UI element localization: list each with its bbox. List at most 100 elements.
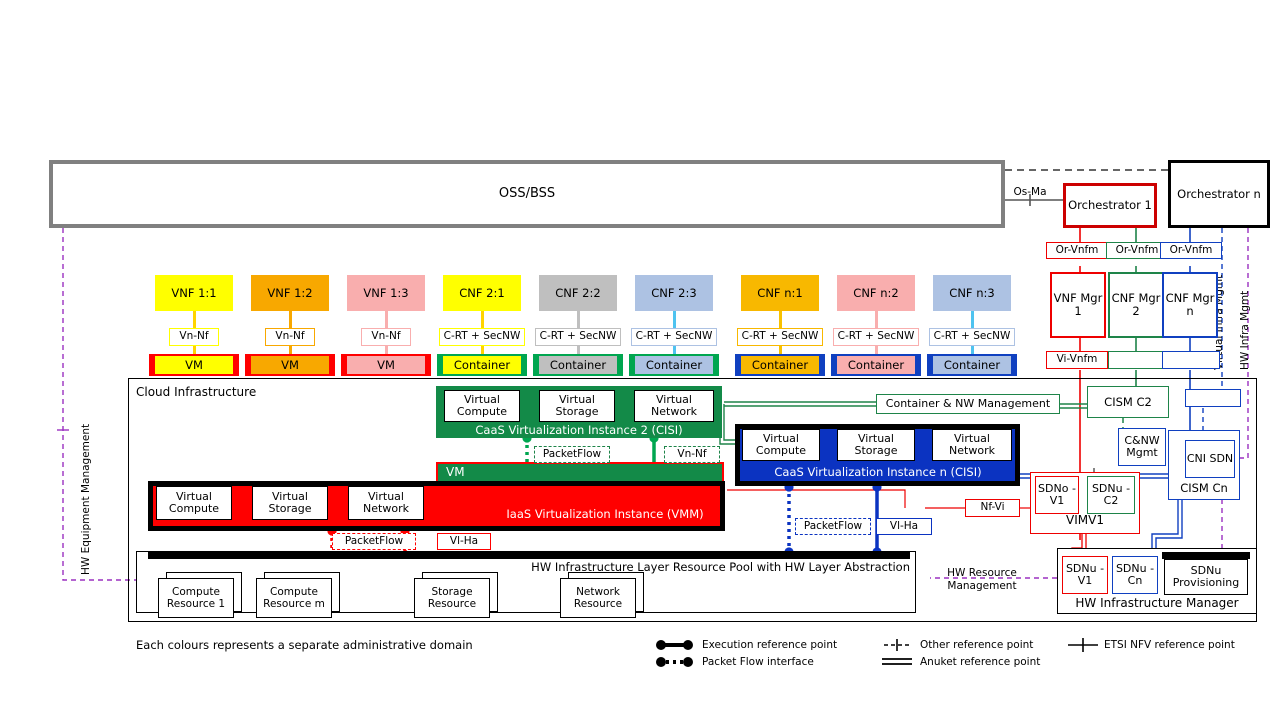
hw-pool-top-bar: [148, 552, 910, 559]
caas2-virtual-network[interactable]: Virtual Network: [634, 390, 714, 422]
iaas-title: IaaS Virtualization Instance (VMM): [506, 506, 704, 521]
cnw-mgmt-box[interactable]: C&NW Mgmt: [1118, 428, 1166, 466]
cnf-n-2-unit-label: Container: [847, 357, 905, 372]
sdnu-v1-box[interactable]: SDNu -V1: [1062, 556, 1108, 594]
cnf-n-1-unit-label: Container: [751, 357, 809, 372]
rp-packetflow-caasn[interactable]: PacketFlow: [795, 518, 871, 535]
vnf-1-2-reference-point[interactable]: Vn-Nf: [265, 328, 315, 346]
legend-label-etsi-nfv-reference-point: ETSI NFV reference point: [1104, 638, 1235, 651]
hw-resource-0-label: Compute Resource 1: [166, 585, 226, 610]
cnf-n-1-unit[interactable]: Container: [741, 356, 819, 374]
vnf-1-2-unit[interactable]: VM: [251, 356, 329, 374]
rp-vi-vnfm-blue-blank[interactable]: [1162, 351, 1220, 369]
rp-vi-vnfm[interactable]: Vi-Vnfm: [1046, 351, 1108, 369]
rp-vi-vnfm-green-blank[interactable]: [1108, 351, 1166, 369]
cnf-n-2-unit[interactable]: Container: [837, 356, 915, 374]
rp-or-vnfm-green[interactable]: Or-Vnfm: [1106, 242, 1168, 259]
cnf-n-3-label: CNF n:3: [949, 285, 995, 300]
caas2-title: CaaS Virtualization Instance 2 (CISI): [475, 423, 683, 438]
caasn-virtual-network-label: Virtual Network: [949, 431, 995, 457]
orchestrator-1[interactable]: Orchestrator 1: [1063, 183, 1157, 228]
vnf-1-1-reference-point[interactable]: Vn-Nf: [169, 328, 219, 346]
cnf-mgr-n-box[interactable]: CNF Mgr n: [1162, 272, 1218, 338]
cnf-2-2-label: CNF 2:2: [555, 285, 601, 300]
cnf-n-3-reference-point[interactable]: C-RT + SecNW: [929, 328, 1015, 346]
hw-resource-2-label: Storage Resource: [427, 585, 477, 610]
oss-bss-box[interactable]: OSS/BSS: [49, 160, 1005, 228]
hw-resource-1-face[interactable]: Compute Resource m: [256, 578, 332, 618]
vnf-1-3-reference-point[interactable]: Vn-Nf: [361, 328, 411, 346]
cnf-2-1-unit[interactable]: Container: [443, 356, 521, 374]
cism-c2-box[interactable]: CISM C2: [1087, 386, 1169, 418]
hw-resource-1-label: Compute Resource m: [263, 585, 325, 610]
iaas-virtual-compute[interactable]: Virtual Compute: [156, 486, 232, 520]
sdnu-provisioning-box[interactable]: SDNu Provisioning: [1164, 559, 1248, 595]
hw-resource-2-face[interactable]: Storage Resource: [414, 578, 490, 618]
cnf-n-1-box[interactable]: CNF n:1: [741, 275, 819, 311]
legend-label-packet-flow-interface: Packet Flow interface: [702, 655, 814, 668]
rp-vn-nf-caas2[interactable]: Vn-Nf: [664, 446, 720, 463]
orchestrator-n-label: Orchestrator n: [1177, 186, 1261, 201]
rp-blue-blank-2[interactable]: [1185, 389, 1241, 407]
vnf-mgr-1-label: VNF Mgr 1: [1053, 291, 1103, 318]
vnf-1-3-unit[interactable]: VM: [347, 356, 425, 374]
cnf-2-1-label: CNF 2:1: [459, 285, 505, 300]
rp-or-vnfm-blue[interactable]: Or-Vnfm: [1160, 242, 1222, 259]
label-hw-infra-mgmt: HW Infra Mgmt: [1239, 290, 1251, 370]
vnf-1-3-box[interactable]: VNF 1:3: [347, 275, 425, 311]
rp-vi-ha-caasn[interactable]: Vl-Ha: [876, 518, 932, 535]
caasn-virtual-storage[interactable]: Virtual Storage: [837, 429, 915, 461]
legend-label-other-reference-point: Other reference point: [920, 638, 1034, 651]
iaas-virtual-network-label: Virtual Network: [363, 489, 409, 515]
sdnu-cn-box[interactable]: SDNu -Cn: [1112, 556, 1158, 594]
iaas-virtual-network[interactable]: Virtual Network: [348, 486, 424, 520]
cnf-2-2-unit[interactable]: Container: [539, 356, 617, 374]
cnf-2-3-reference-point[interactable]: C-RT + SecNW: [631, 328, 717, 346]
rp-nf-vi[interactable]: Nf-Vi: [965, 499, 1020, 517]
cnf-2-2-unit-label: Container: [549, 357, 607, 372]
container-nw-management[interactable]: Container & NW Management: [876, 394, 1060, 414]
orchestrator-n[interactable]: Orchestrator n: [1168, 160, 1270, 228]
iaas-virtual-storage[interactable]: Virtual Storage: [252, 486, 328, 520]
rp-packetflow-caas2[interactable]: PacketFlow: [534, 446, 610, 463]
cnf-2-1-reference-point[interactable]: C-RT + SecNW: [439, 328, 525, 346]
cnf-n-1-reference-point[interactable]: C-RT + SecNW: [737, 328, 823, 346]
rp-packetflow-iaas[interactable]: PacketFlow: [332, 533, 416, 550]
vnf-1-1-unit[interactable]: VM: [155, 356, 233, 374]
caas2-virtual-compute[interactable]: Virtual Compute: [444, 390, 520, 422]
sdno-v1-box[interactable]: SDNo -V1: [1035, 476, 1079, 514]
cnf-n-3-unit[interactable]: Container: [933, 356, 1011, 374]
vnf-1-2-unit-label: VM: [281, 357, 299, 372]
vnf-1-2-box[interactable]: VNF 1:2: [251, 275, 329, 311]
cnf-2-3-box[interactable]: CNF 2:3: [635, 275, 713, 311]
sdnu-provisioning-label: SDNu Provisioning: [1172, 563, 1240, 589]
cnf-mgr-2-box[interactable]: CNF Mgr 2: [1108, 272, 1164, 338]
caasn-virtual-network[interactable]: Virtual Network: [932, 429, 1012, 461]
cnf-2-2-reference-point[interactable]: C-RT + SecNW: [535, 328, 621, 346]
hw-resource-0-face[interactable]: Compute Resource 1: [158, 578, 234, 618]
caasn-virtual-compute[interactable]: Virtual Compute: [742, 429, 820, 461]
sdnu-c2-box[interactable]: SDNu -C2: [1087, 476, 1135, 514]
rp-vi-ha-iaas[interactable]: Vl-Ha: [437, 533, 491, 550]
hw-resource-3-face[interactable]: Network Resource: [560, 578, 636, 618]
cnf-n-2-reference-point[interactable]: C-RT + SecNW: [833, 328, 919, 346]
cni-sdn-box[interactable]: CNI SDN: [1185, 440, 1235, 478]
vnf-1-2-label: VNF 1:2: [267, 285, 313, 300]
cnf-n-2-box[interactable]: CNF n:2: [837, 275, 915, 311]
vnf-1-1-unit-label: VM: [185, 357, 203, 372]
cnw-mgmt-label: C&NW Mgmt: [1124, 433, 1160, 459]
rp-or-vnfm-red[interactable]: Or-Vnfm: [1046, 242, 1108, 259]
caas2-virtual-compute-label: Virtual Compute: [456, 392, 508, 418]
caas2-virtual-storage[interactable]: Virtual Storage: [539, 390, 615, 422]
sdnu-c2-label: SDNu -C2: [1091, 481, 1131, 507]
cnf-2-1-box[interactable]: CNF 2:1: [443, 275, 521, 311]
vnf-1-1-box[interactable]: VNF 1:1: [155, 275, 233, 311]
cnf-2-2-box[interactable]: CNF 2:2: [539, 275, 617, 311]
vnf-mgr-1-box[interactable]: VNF Mgr 1: [1050, 272, 1106, 338]
caasn-title: CaaS Virtualization Instance n (CISI): [774, 464, 982, 479]
cnf-mgr-2-label: CNF Mgr 2: [1111, 291, 1161, 318]
cnf-n-3-box[interactable]: CNF n:3: [933, 275, 1011, 311]
cnf-2-3-label: CNF 2:3: [651, 285, 697, 300]
cnf-2-3-unit[interactable]: Container: [635, 356, 713, 374]
cnf-mgr-n-label: CNF Mgr n: [1165, 291, 1215, 318]
